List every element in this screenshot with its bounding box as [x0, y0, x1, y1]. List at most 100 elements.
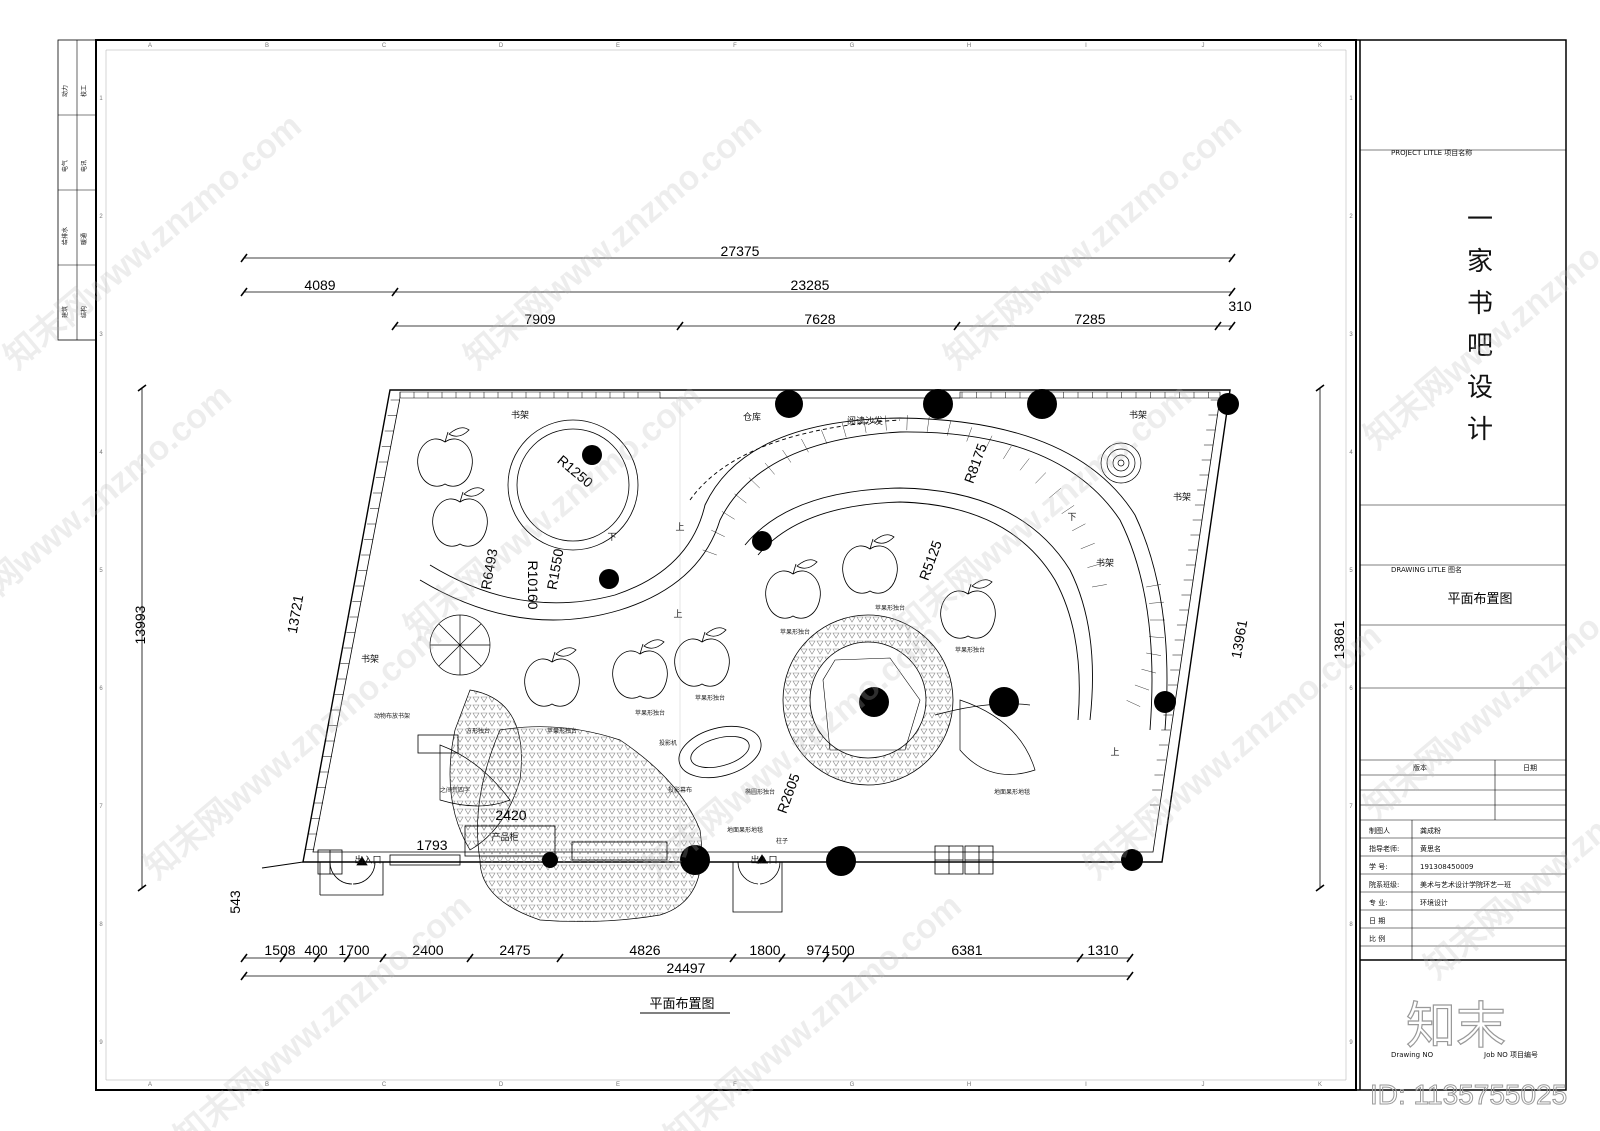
flower-rug [429, 614, 491, 676]
grid-col-label: B [265, 43, 269, 49]
radius-r6493: R6493 [478, 547, 501, 591]
watermark-text: 知末网www.znzmo.com [397, 377, 708, 647]
watermark-text: 知末网www.znzmo.com [167, 887, 478, 1131]
drawing-name: 平面布置图 [1447, 592, 1512, 607]
tb-row-value: 美术与艺术设计学院环艺一班 [1420, 880, 1511, 889]
dim-tick [729, 953, 737, 963]
label-exit-right: 出入口 [750, 854, 777, 866]
seat-tick [1146, 652, 1162, 656]
title-block-rows: 制图人龚成粉指导老师:黄思名学 号:191308450009院系班级:美术与艺术… [1369, 826, 1511, 943]
dim-tick [343, 953, 351, 963]
dim-tick [676, 321, 684, 331]
project-title-char: 书 [1467, 289, 1493, 319]
tb-row-key: 指导老师: [1369, 844, 1399, 853]
side-strip-label: 动力 [61, 85, 69, 97]
dim-tick [313, 953, 321, 963]
grid-col-label: K [1318, 43, 1322, 49]
dim-tick [1228, 287, 1236, 297]
grid-col-label: D [499, 1082, 504, 1088]
label-projector: 投影机 [659, 739, 677, 747]
walkway-seat-ticks [702, 415, 1165, 707]
apple-table [524, 647, 580, 707]
apple-table [940, 579, 996, 639]
dim-400: 400 [304, 942, 328, 958]
title-block-lines [1360, 149, 1566, 961]
label-sofa: 阅读沙发 [847, 415, 883, 427]
side-strip-label: 校工 [80, 85, 88, 97]
label-storage: 仓库 [743, 411, 761, 423]
grid-row-label: 5 [99, 568, 103, 574]
tb-row-key: 专 业: [1369, 898, 1388, 907]
dim-13993: 13993 [132, 605, 148, 644]
dim-tick [1315, 884, 1325, 892]
dim-tick [1126, 953, 1134, 963]
seat-tick [985, 435, 993, 450]
column-dot [859, 687, 889, 717]
tb-row-key: 学 号: [1369, 862, 1388, 871]
dim-13721: 13721 [284, 593, 307, 634]
grid-row-label: 1 [1349, 96, 1353, 102]
seat-tick [1019, 458, 1030, 471]
grid-col-label: K [1318, 1082, 1322, 1088]
label-projector-screen: 投影幕布 [668, 786, 692, 794]
grid-col-label: E [616, 43, 620, 49]
dim-tick [1214, 321, 1222, 331]
grid-col-label: D [499, 43, 504, 49]
apple-table [612, 639, 668, 699]
dim-7285: 7285 [1074, 311, 1105, 327]
seat-tick [906, 415, 908, 431]
dim-7628: 7628 [804, 311, 835, 327]
grid-col-label: G [850, 43, 855, 49]
project-title-char: 一 [1467, 205, 1493, 235]
grid-row-label: 8 [99, 922, 103, 928]
label-apple-4: 苹果形独台 [635, 709, 665, 717]
dim-tick [1315, 384, 1325, 392]
radius-r10160: R10160 [525, 560, 541, 609]
dim-tick [842, 953, 850, 963]
grid-col-label: J [1202, 43, 1205, 49]
grid-col-label: F [733, 1082, 737, 1088]
dim-tick [1228, 321, 1236, 331]
drawing-label: DRAWING LITLE 图名 [1391, 565, 1462, 574]
dim-13961: 13961 [1228, 618, 1251, 659]
label-apple-5: 苹果形独台 [695, 694, 725, 702]
label-exit-left: 出入口 [354, 854, 381, 866]
tb-row-key: 比 例 [1369, 934, 1385, 943]
seat-tick [801, 438, 809, 453]
seat-tick [1146, 584, 1162, 588]
apple-table [432, 487, 488, 547]
label-pillar: 柱子 [776, 837, 788, 845]
side-strip-label: 建筑 [61, 306, 69, 318]
seat-tick [782, 449, 792, 463]
label-shelf-tl: 书架 [511, 410, 529, 421]
dim-2400: 2400 [412, 942, 443, 958]
dim-1310: 1310 [1087, 942, 1118, 958]
column-dot [599, 569, 619, 589]
label-ground-rug-2: 地面果形地毯 [727, 826, 763, 834]
project-title-char: 吧 [1467, 331, 1493, 361]
apple-table [674, 627, 730, 687]
side-strip-label: 暖通 [80, 233, 88, 245]
label-up-1: 上 [675, 522, 684, 533]
grid-col-label: H [967, 43, 971, 49]
reading-circle [507, 419, 639, 551]
dim-tick [137, 384, 147, 392]
dim-4089: 4089 [304, 277, 335, 293]
project-label: PROJECT LITLE 项目名称 [1391, 148, 1472, 157]
label-down-2: 下 [1067, 513, 1076, 523]
dim-974: 974 [806, 942, 830, 958]
dim-tick [137, 884, 147, 892]
grid-row-label: 2 [99, 214, 103, 220]
seat-tick [1149, 601, 1165, 604]
grid-col-label: A [148, 1082, 152, 1088]
seat-tick [821, 429, 828, 444]
dim-tick [1076, 953, 1084, 963]
job-number: Job NO 项目编号 [1483, 1050, 1538, 1059]
dim-1508: 1508 [264, 942, 295, 958]
curved-walkway [419, 417, 1168, 731]
dim-2420: 2420 [495, 807, 526, 823]
column-dot [1217, 393, 1239, 415]
grid-row-label: 1 [99, 96, 103, 102]
dim-tick [466, 953, 474, 963]
